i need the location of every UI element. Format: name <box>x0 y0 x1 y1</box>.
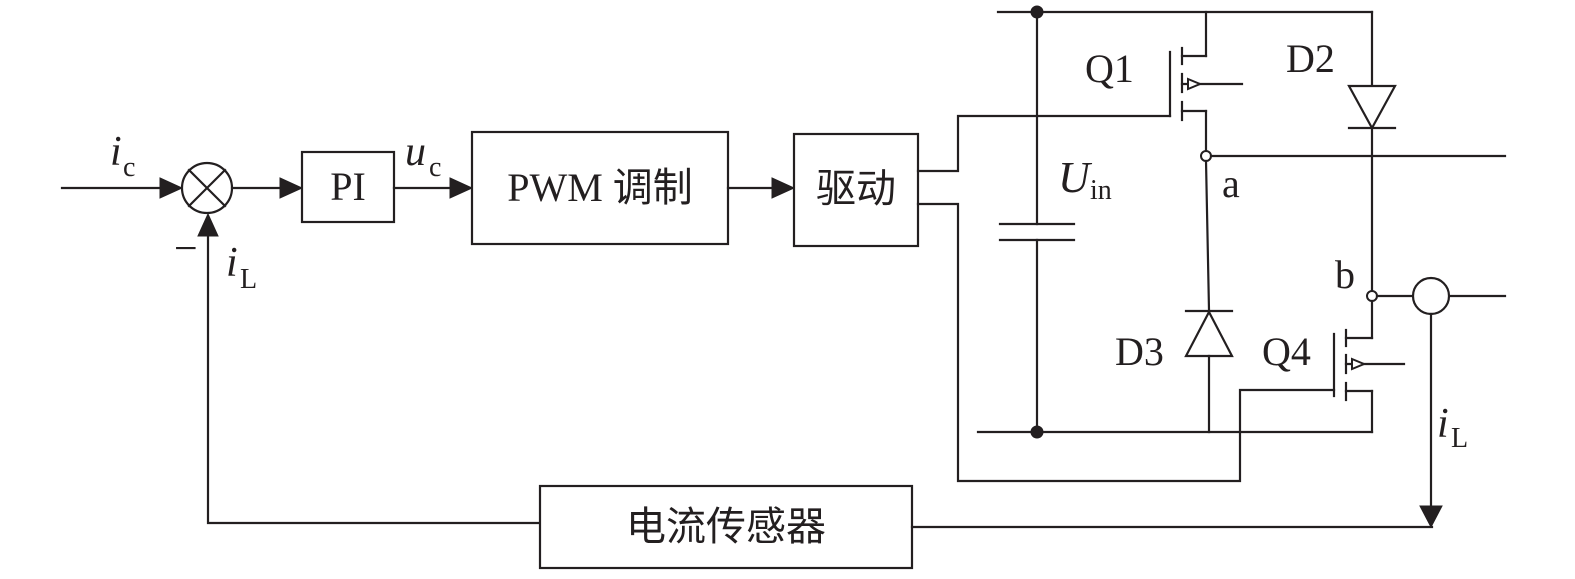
q1-mosfet <box>1168 10 1244 158</box>
node-a-label: a <box>1222 161 1240 206</box>
svg-text:U: U <box>1058 153 1093 202</box>
d3-label: D3 <box>1115 329 1164 374</box>
node-a <box>1200 150 1212 162</box>
feedback-arrowhead <box>197 212 219 237</box>
control-loop: PI PWM 调制 驱动 电流传感器 i c − i L u <box>60 129 1434 570</box>
current-probe <box>1411 276 1451 529</box>
node-b-label: b <box>1335 252 1355 297</box>
svg-text:i: i <box>110 129 122 175</box>
input-voltage-label: U in <box>1058 153 1112 206</box>
d2-diode <box>1347 10 1397 293</box>
svg-text:c: c <box>429 152 441 183</box>
svg-text:L: L <box>1451 423 1468 454</box>
summing-junction <box>180 161 234 215</box>
ref-input-arrowhead <box>159 177 184 199</box>
minus-sign: − <box>174 226 198 272</box>
input-capacitor <box>998 10 1076 434</box>
power-stage: U in Q1 a D3 <box>916 5 1507 529</box>
q1-label: Q1 <box>1085 46 1134 91</box>
pwm-label: PWM 调制 <box>507 165 693 210</box>
driver-block <box>792 132 920 248</box>
feedback-line <box>206 233 542 525</box>
pi-to-pwm-arrowhead <box>449 177 474 199</box>
current-sensor-block <box>538 484 914 570</box>
svg-text:i: i <box>226 240 238 286</box>
ref-current-label: i c <box>110 129 135 183</box>
d3-diode <box>1184 309 1234 434</box>
pi-block <box>300 150 396 224</box>
feedback-current-label: i L <box>226 240 257 295</box>
q4-label: Q4 <box>1262 329 1311 374</box>
svg-text:i: i <box>1437 401 1449 447</box>
driver-label: 驱动 <box>816 166 896 212</box>
pwm-block <box>470 130 730 246</box>
load-current-label: i L <box>1437 401 1468 454</box>
summer-to-pi-arrowhead <box>279 177 304 199</box>
q1-gate-line <box>916 114 1172 173</box>
node-b <box>1366 290 1378 302</box>
current-sensor-label: 电流传感器 <box>626 504 826 550</box>
control-voltage-label: u c <box>405 129 441 183</box>
d2-label: D2 <box>1286 36 1335 81</box>
q4-gate-line <box>916 202 1336 483</box>
svg-text:in: in <box>1090 175 1112 206</box>
svg-text:L: L <box>240 264 257 295</box>
pwm-to-driver-arrowhead <box>771 177 796 199</box>
svg-text:u: u <box>405 129 426 175</box>
svg-text:c: c <box>123 152 135 183</box>
q4-mosfet <box>1332 328 1406 434</box>
pi-label: PI <box>330 164 366 209</box>
left-leg-wire <box>1204 159 1211 312</box>
